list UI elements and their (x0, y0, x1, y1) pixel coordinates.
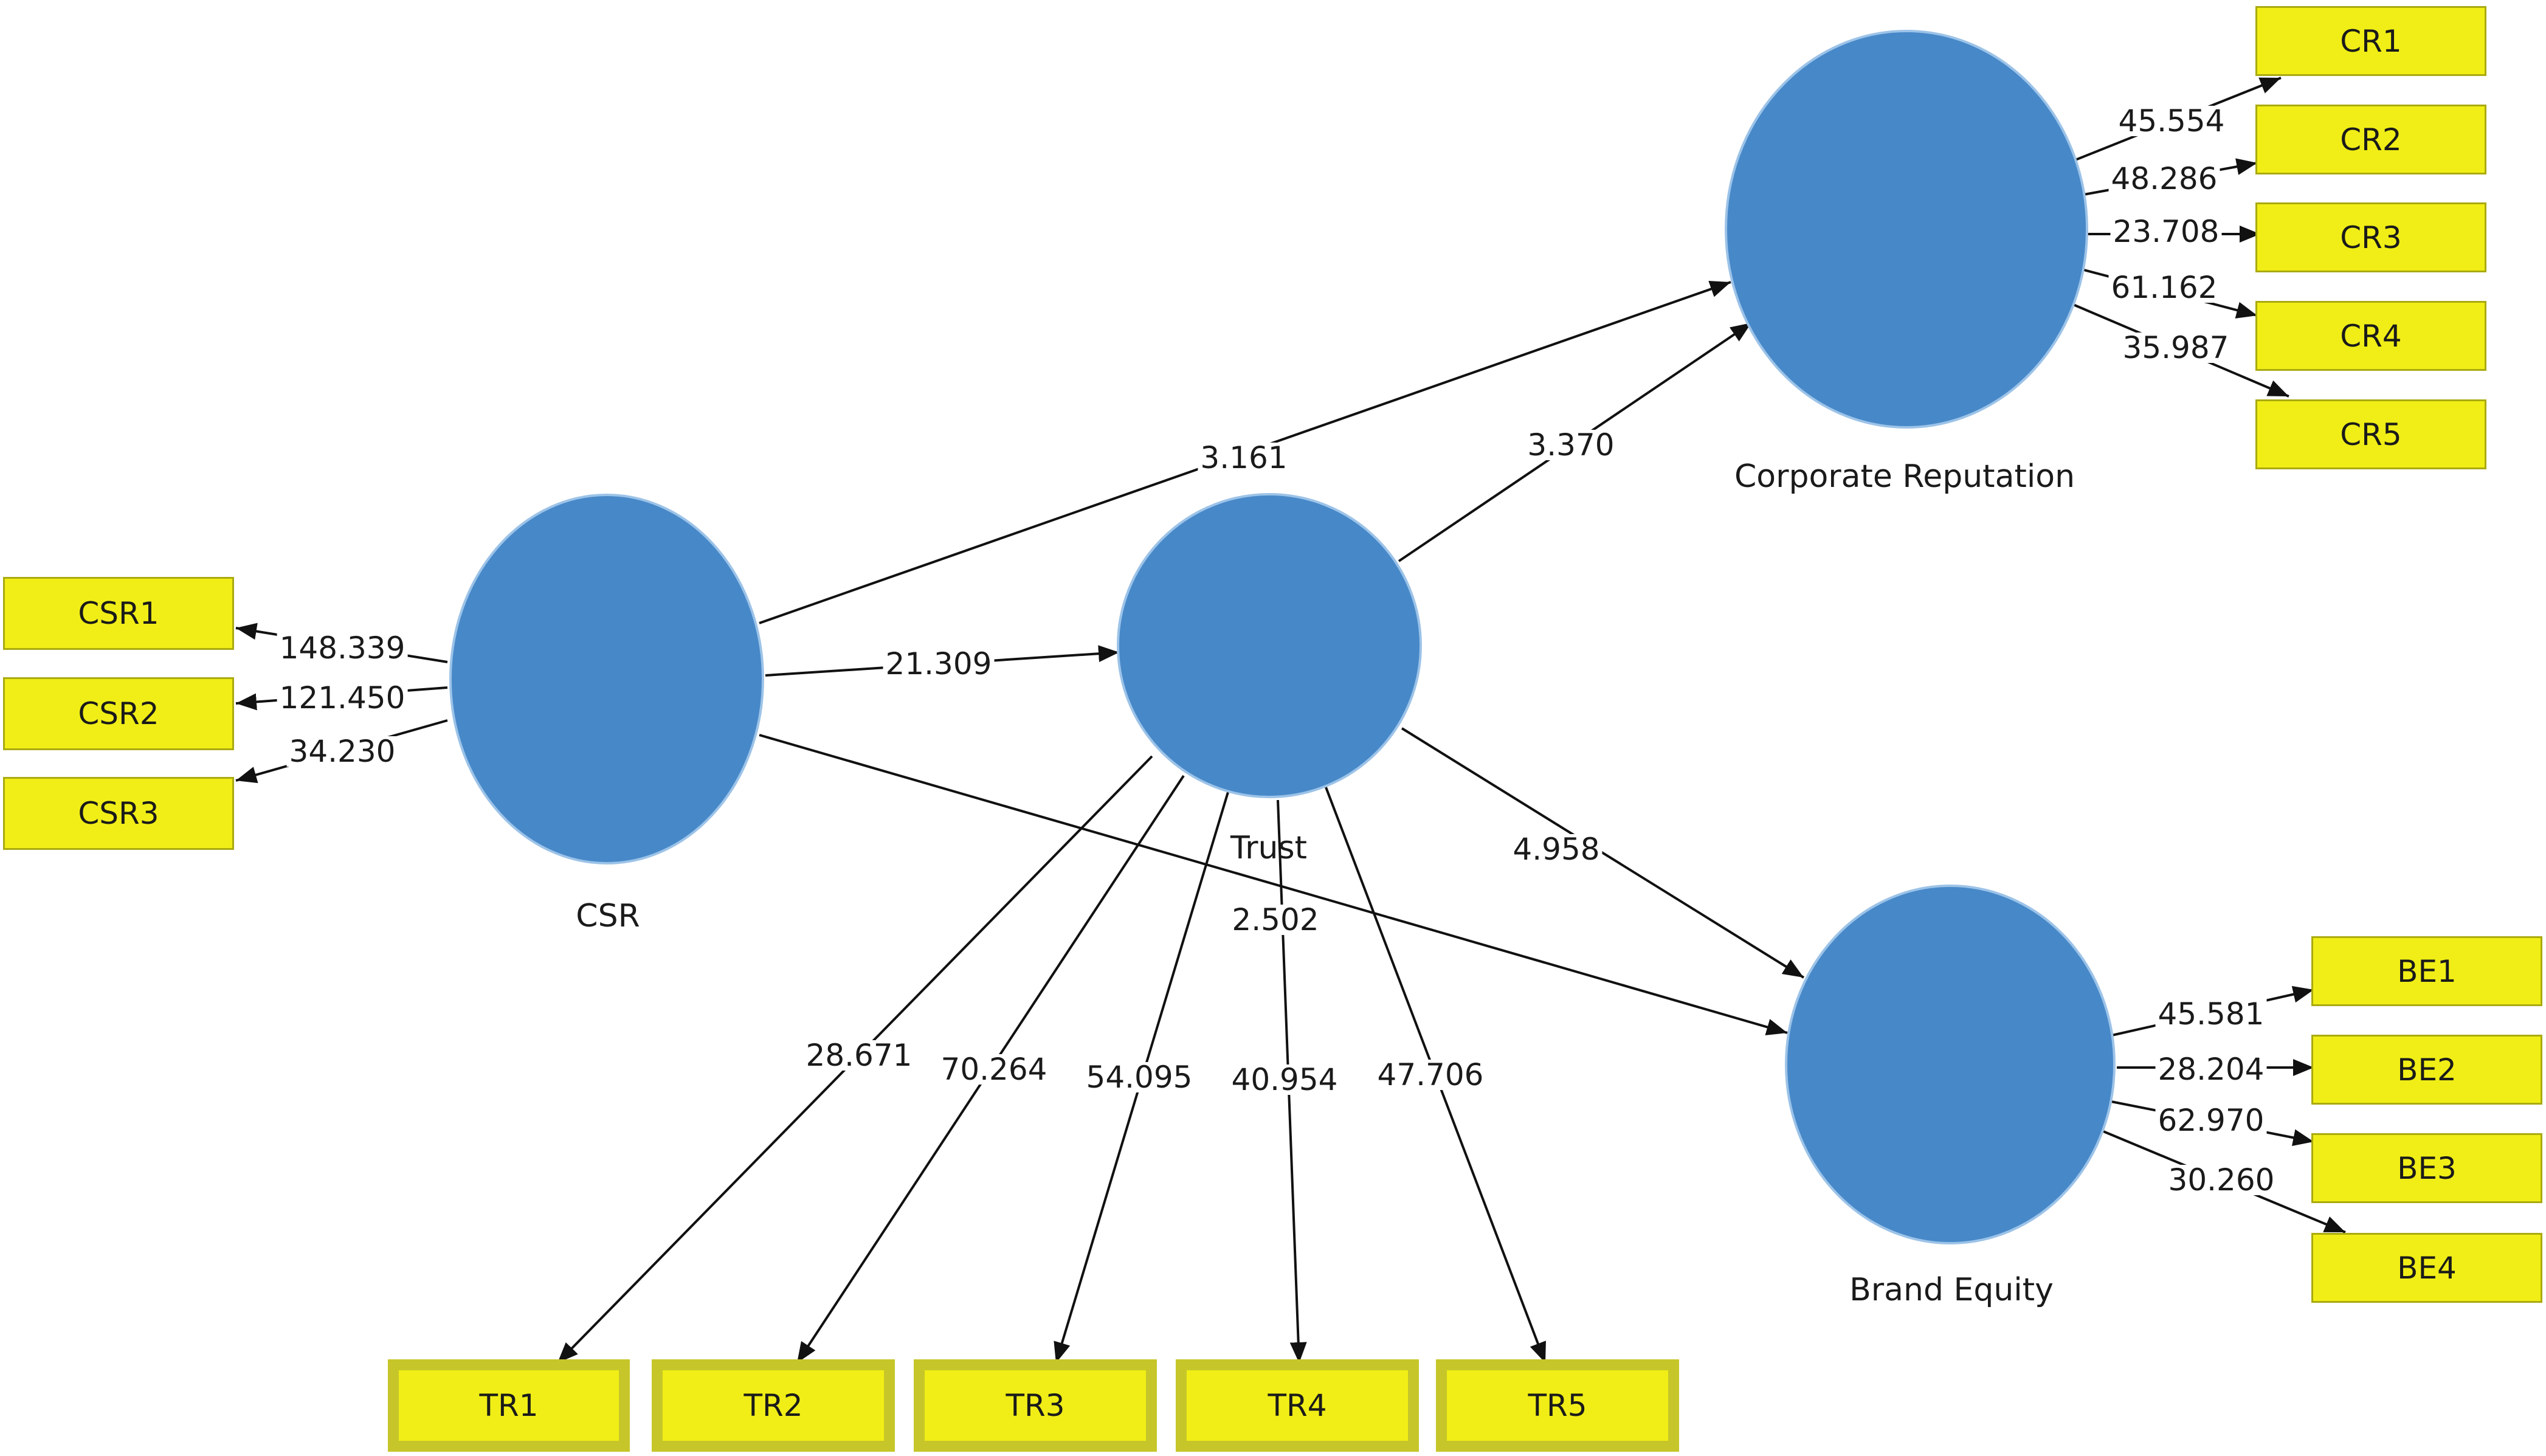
construct-csr (449, 494, 764, 864)
loading-csr3: 34.230 (286, 736, 398, 767)
indicator-cr1: CR1 (2255, 6, 2486, 76)
loading-tr1: 28.671 (803, 1040, 915, 1071)
indicator-csr3: CSR3 (3, 777, 234, 850)
construct-trust (1117, 493, 1422, 798)
construct-label-csr: CSR (576, 898, 640, 934)
indicator-cr4: CR4 (2255, 301, 2486, 371)
construct-label-trust: Trust (1230, 830, 1307, 866)
loading-csr1: 148.339 (277, 633, 408, 663)
indicator-cr3: CR3 (2255, 202, 2486, 272)
indicator-be1: BE1 (2311, 936, 2542, 1006)
loading-cr5: 35.987 (2120, 333, 2232, 363)
indicator-cr2: CR2 (2255, 105, 2486, 174)
path-value-csr-trust: 21.309 (883, 649, 995, 679)
loading-cr2: 48.286 (2108, 164, 2220, 194)
indicator-be4: BE4 (2311, 1233, 2542, 1303)
indicator-tr5: TR5 (1436, 1359, 1679, 1452)
indicator-csr2: CSR2 (3, 677, 234, 750)
loading-cr1: 45.554 (2116, 106, 2227, 136)
indicator-be3: BE3 (2311, 1133, 2542, 1203)
construct-brand-equity (1785, 885, 2116, 1244)
loading-tr5: 47.706 (1375, 1060, 1486, 1090)
construct-label-brand-equity: Brand Equity (1849, 1272, 2054, 1308)
indicator-tr4: TR4 (1176, 1359, 1419, 1452)
loading-cr3: 23.708 (2110, 216, 2222, 247)
arrow-csr-equity (759, 734, 1788, 1035)
loading-tr4: 40.954 (1229, 1064, 1340, 1095)
path-value-trust-equity: 4.958 (1510, 834, 1602, 864)
indicator-cr5: CR5 (2255, 399, 2486, 469)
loading-be1: 45.581 (2155, 999, 2267, 1029)
loading-tr3: 54.095 (1083, 1062, 1195, 1092)
indicator-be2: BE2 (2311, 1035, 2542, 1105)
indicator-tr1: TR1 (388, 1359, 630, 1452)
indicator-tr2: TR2 (652, 1359, 895, 1452)
path-value-csr-reputation: 3.161 (1198, 443, 1290, 473)
loading-tr2: 70.264 (938, 1054, 1050, 1085)
construct-label-corporate-reputation: Corporate Reputation (1734, 458, 2075, 495)
loading-be4: 30.260 (2165, 1165, 2277, 1195)
path-value-csr-equity: 2.502 (1229, 905, 1322, 935)
arrow-trust-equity (1401, 727, 1805, 979)
loading-cr4: 61.162 (2108, 272, 2220, 303)
indicator-csr1: CSR1 (3, 577, 234, 650)
indicator-tr3: TR3 (914, 1359, 1157, 1452)
loading-be3: 62.970 (2155, 1105, 2267, 1136)
loading-be2: 28.204 (2155, 1054, 2267, 1085)
loading-csr2: 121.450 (277, 683, 408, 713)
path-value-trust-reputation: 3.370 (1525, 430, 1617, 460)
construct-corporate-reputation (1725, 30, 2088, 429)
